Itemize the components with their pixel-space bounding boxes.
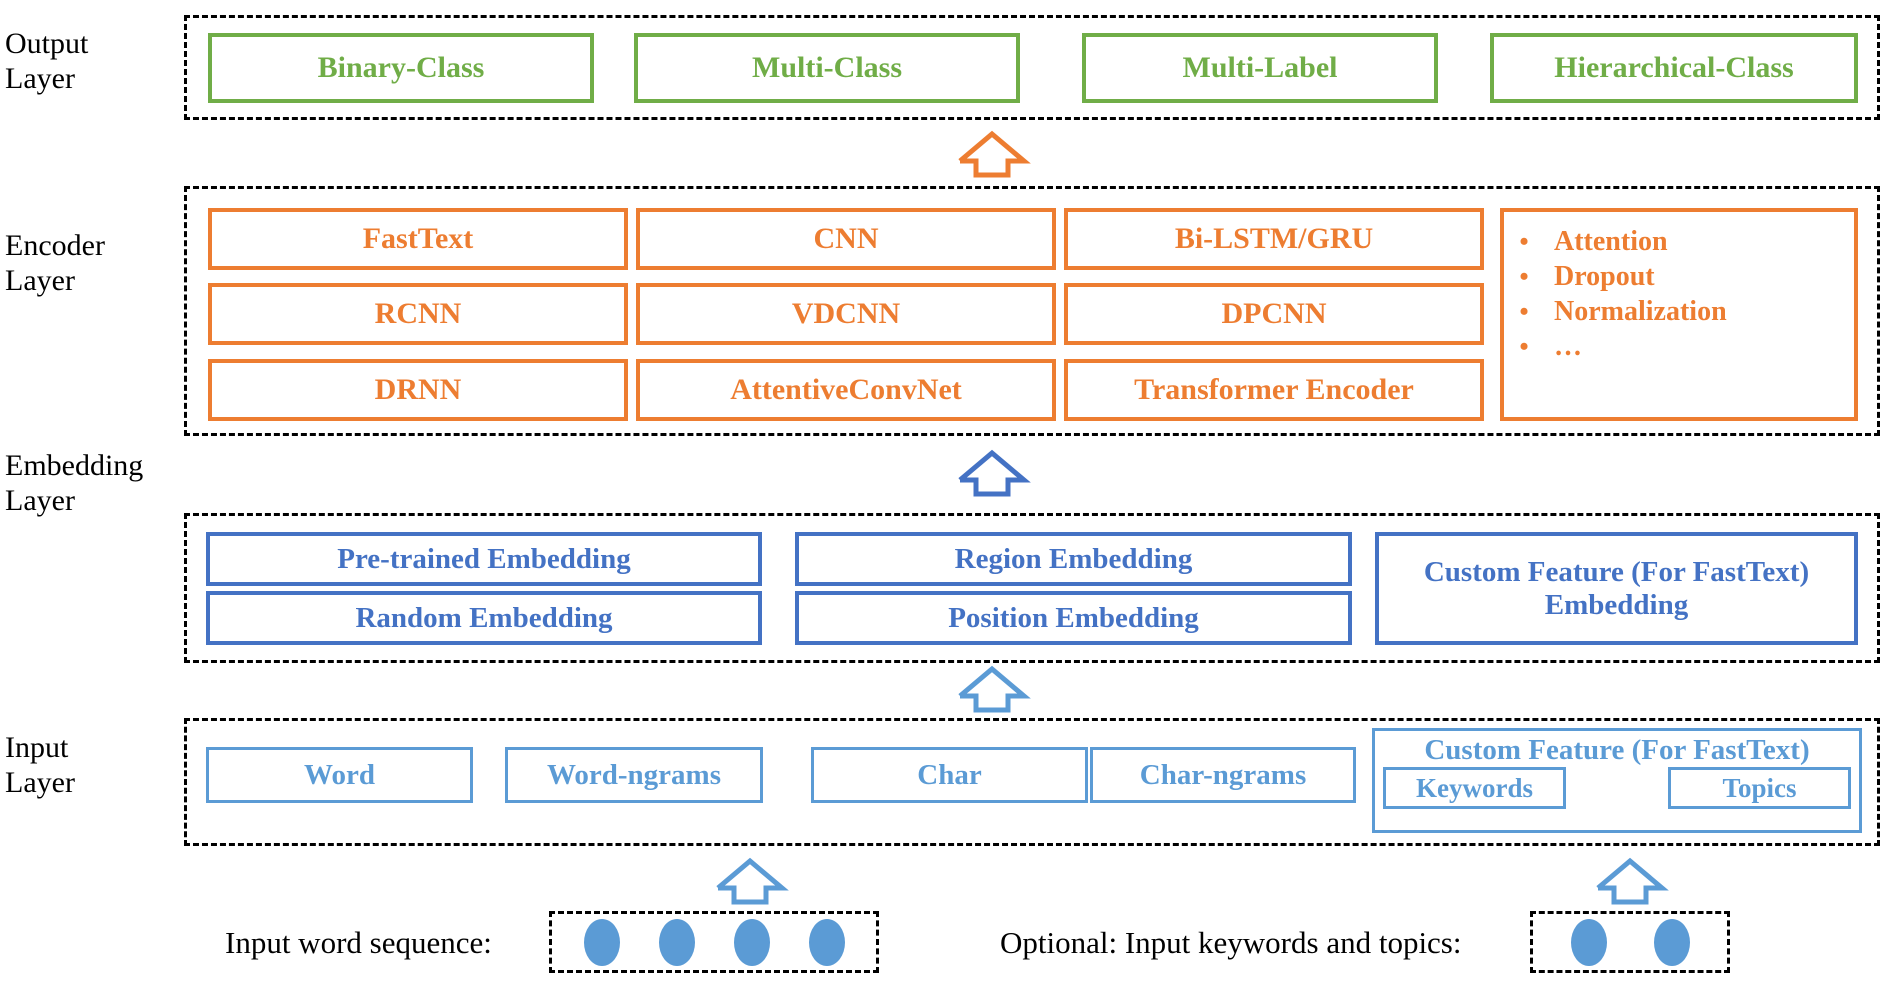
keywords-topics-caption: Optional: Input keywords and topics:	[1000, 925, 1462, 960]
encoder-box-cnn[interactable]: CNN	[636, 208, 1056, 270]
encoder-box-fasttext[interactable]: FastText	[208, 208, 628, 270]
output-box-binary-class[interactable]: Binary-Class	[208, 33, 594, 103]
token-dot-icon	[658, 918, 695, 966]
bullet-icon: •	[1519, 262, 1529, 291]
encoder-extra-ellipsis: • …	[1504, 331, 1854, 366]
encoder-extra-attention: • Attention	[1504, 226, 1854, 261]
input-box-char-ngrams[interactable]: Char-ngrams	[1090, 747, 1356, 803]
embedding-layer-label: Embedding Layer	[5, 449, 144, 518]
encoder-extra-normalization: • Normalization	[1504, 296, 1854, 331]
input-layer-group	[184, 718, 1880, 846]
input-box-word[interactable]: Word	[206, 747, 473, 803]
encoder-layer-label: Encoder Layer	[5, 229, 105, 298]
embedding-box-region[interactable]: Region Embedding	[795, 532, 1352, 586]
input-custom-feature-title: Custom Feature (For FastText)	[1424, 734, 1810, 766]
bullet-icon: •	[1519, 227, 1529, 256]
bullet-icon: •	[1519, 332, 1529, 361]
output-box-hierarchical-class[interactable]: Hierarchical-Class	[1490, 33, 1858, 103]
arrow-input-to-embedding	[952, 663, 1032, 713]
input-custom-feature-topics[interactable]: Topics	[1668, 767, 1851, 810]
bullet-icon: •	[1519, 297, 1529, 326]
encoder-box-bi-lstm-gru[interactable]: Bi-LSTM/GRU	[1064, 208, 1484, 270]
output-box-multi-class[interactable]: Multi-Class	[634, 33, 1020, 103]
output-box-multi-label[interactable]: Multi-Label	[1082, 33, 1438, 103]
arrow-word-sequence-to-input	[710, 855, 790, 905]
encoder-extra-label: Attention	[1554, 226, 1668, 257]
encoder-box-attentiveconvnet[interactable]: AttentiveConvNet	[636, 359, 1056, 421]
token-dot-icon	[583, 918, 620, 966]
token-dot-icon	[1570, 918, 1607, 966]
encoder-box-transformer-encoder[interactable]: Transformer Encoder	[1064, 359, 1484, 421]
token-dot-icon	[733, 918, 770, 966]
word-sequence-caption: Input word sequence:	[225, 925, 492, 960]
encoder-box-rcnn[interactable]: RCNN	[208, 283, 628, 345]
encoder-extra-label: …	[1554, 331, 1582, 362]
embedding-box-random[interactable]: Random Embedding	[206, 591, 762, 645]
encoder-extra-label: Normalization	[1554, 296, 1727, 327]
encoder-extra-label: Dropout	[1554, 261, 1655, 292]
embedding-box-custom-feature[interactable]: Custom Feature (For FastText) Embedding	[1375, 532, 1858, 645]
arrow-keywords-topics-to-input	[1590, 855, 1670, 905]
keywords-topics-token-group	[1530, 911, 1730, 973]
arrow-embedding-to-encoder	[952, 447, 1032, 497]
encoder-extras-box[interactable]: • Attention • Dropout • Normalization • …	[1500, 208, 1858, 421]
arrow-encoder-to-output	[952, 128, 1032, 178]
input-box-char[interactable]: Char	[811, 747, 1088, 803]
embedding-layer-group	[184, 513, 1880, 663]
input-box-custom-feature[interactable]: Custom Feature (For FastText) Keywords T…	[1372, 728, 1862, 833]
output-layer-label: Output Layer	[5, 27, 89, 96]
input-custom-feature-keywords[interactable]: Keywords	[1383, 767, 1566, 810]
encoder-box-drnn[interactable]: DRNN	[208, 359, 628, 421]
encoder-layer-group	[184, 186, 1880, 436]
word-sequence-token-group	[549, 911, 879, 973]
input-layer-label: Input Layer	[5, 731, 75, 800]
encoder-box-dpcnn[interactable]: DPCNN	[1064, 283, 1484, 345]
output-layer-group	[184, 15, 1880, 120]
token-dot-icon	[1653, 918, 1690, 966]
encoder-extra-dropout: • Dropout	[1504, 261, 1854, 296]
embedding-box-pre-trained[interactable]: Pre-trained Embedding	[206, 532, 762, 586]
input-box-word-ngrams[interactable]: Word-ngrams	[505, 747, 763, 803]
token-dot-icon	[808, 918, 845, 966]
embedding-box-position[interactable]: Position Embedding	[795, 591, 1352, 645]
encoder-box-vdcnn[interactable]: VDCNN	[636, 283, 1056, 345]
